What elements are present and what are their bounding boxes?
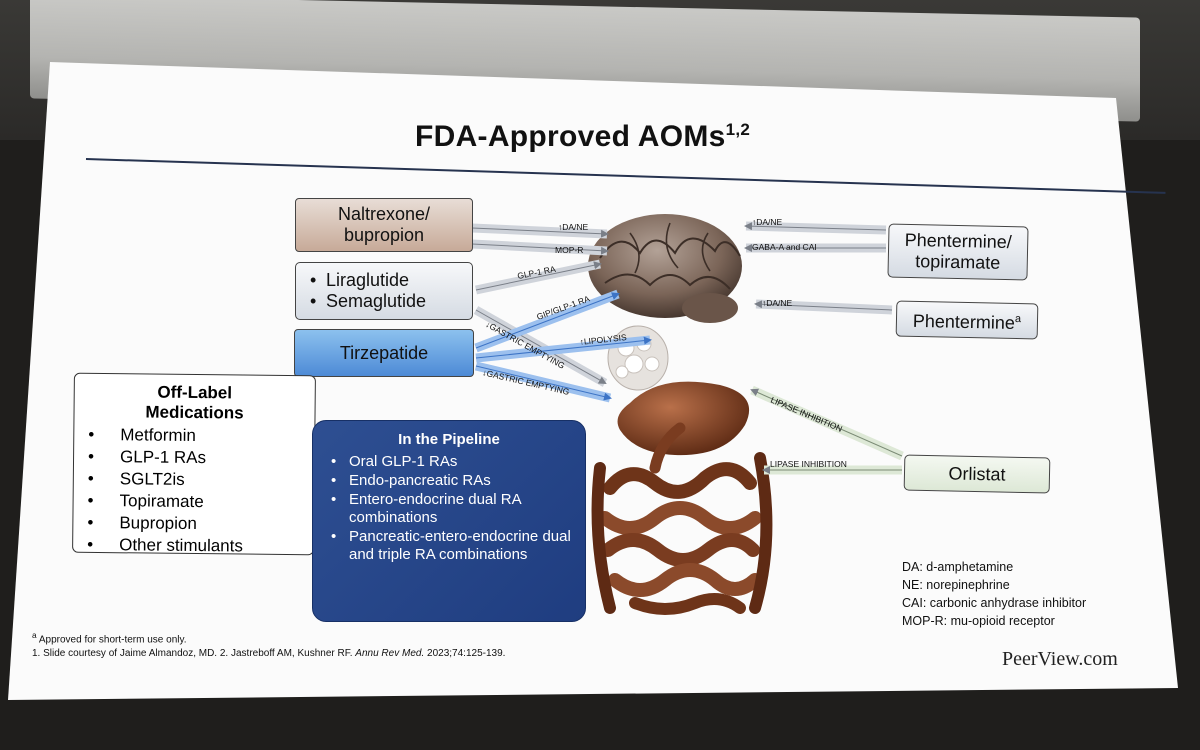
list-item: Bupropion: [87, 512, 243, 536]
brand-logo: PeerView.com: [1002, 648, 1118, 670]
off-label-title: Off-Label Medications: [145, 382, 244, 423]
list-item: SGLT2is: [88, 468, 244, 492]
footnote-references: 1. Slide courtesy of Jaime Almandoz, MD.…: [32, 648, 506, 660]
phentermine-label: Phenterminea: [912, 310, 1022, 333]
abbreviation-legend: DA: d-amphetamine NE: norepinephrine CAI…: [902, 558, 1086, 630]
intestine-illustration: [591, 422, 773, 615]
label-da-ne-right: ↑DA/NE: [752, 217, 783, 227]
orlistat-box: Orlistat: [903, 454, 1051, 494]
list-item: Endo-pancreatic RAs: [331, 472, 576, 490]
list-item: Entero-endocrine dual RA combinations: [331, 491, 576, 527]
label-lipase-2: LIPASE INHIBITION: [770, 459, 847, 469]
list-item: Pancreatic-entero-endocrine dual and tri…: [331, 528, 576, 564]
legend-item: NE: norepinephrine: [902, 578, 1010, 592]
tirzepatide-box: Tirzepatide: [294, 329, 474, 377]
orlistat-label: Orlistat: [948, 462, 1006, 485]
footnotes: a Approved for short-term use only. 1. S…: [32, 628, 505, 661]
glp1-drug-item: Semaglutide: [310, 291, 426, 312]
phentermine-topiramate-label: Phentermine/ topiramate: [904, 229, 1012, 273]
list-item: GLP-1 RAs: [88, 446, 244, 470]
legend-item: MOP-R: mu-opioid receptor: [902, 614, 1055, 628]
legend-item: CAI: carbonic anhydrase inhibitor: [902, 596, 1087, 610]
pipeline-title: In the Pipeline: [398, 431, 500, 448]
pipeline-list: Oral GLP-1 RAs Endo-pancreatic RAs Enter…: [331, 453, 576, 565]
list-item: Oral GLP-1 RAs: [331, 453, 576, 471]
mechanism-diagram: ↑DA/NE MOP-R GLP-1 RA GIP/GLP-1 RA ↓GAST…: [471, 214, 904, 615]
naltrexone-bupropion-label: Naltrexone/ bupropion: [337, 204, 431, 245]
label-lipolysis: ↑LIPOLYSIS: [579, 332, 627, 347]
off-label-list: Metformin GLP-1 RAs SGLT2is Topiramate B…: [87, 424, 244, 558]
phentermine-footnote-mark: a: [1014, 312, 1022, 325]
label-lipase-1: LIPASE INHIBITION: [769, 395, 844, 434]
naltrexone-bupropion-box: Naltrexone/ bupropion: [295, 198, 473, 252]
footnote-a: a Approved for short-term use only.: [32, 630, 187, 646]
pipeline-box: In the Pipeline Oral GLP-1 RAs Endo-panc…: [312, 420, 586, 622]
list-item: Other stimulants: [87, 534, 243, 558]
tirzepatide-label: Tirzepatide: [339, 342, 429, 363]
label-da-ne: ↑DA/NE: [558, 222, 589, 232]
legend-item: DA: d-amphetamine: [902, 560, 1014, 574]
glp1-drug-item: Liraglutide: [310, 270, 426, 291]
label-phentermine-da-ne: ↑DA/NE: [762, 298, 793, 308]
label-mop-r: MOP-R: [555, 245, 583, 255]
slide-title: FDA-Approved AOMs1,2: [415, 120, 751, 153]
title-reference: 1,2: [725, 120, 751, 139]
slide: FDA-Approved AOMs1,2: [32, 58, 1166, 698]
off-label-medications-box: Off-Label Medications Metformin GLP-1 RA…: [72, 372, 316, 558]
stomach-illustration: [617, 381, 750, 456]
brain-illustration: [588, 214, 742, 323]
list-item: Metformin: [88, 424, 244, 448]
glp1-drug-list: Liraglutide Semaglutide: [310, 270, 426, 312]
phentermine-topiramate-box: Phentermine/ topiramate: [887, 223, 1029, 281]
phentermine-box: Phenterminea: [895, 300, 1039, 340]
glp1-drugs-box: Liraglutide Semaglutide: [295, 262, 473, 320]
label-gaba: GABA-A and CAI: [752, 242, 817, 252]
list-item: Topiramate: [87, 490, 243, 514]
